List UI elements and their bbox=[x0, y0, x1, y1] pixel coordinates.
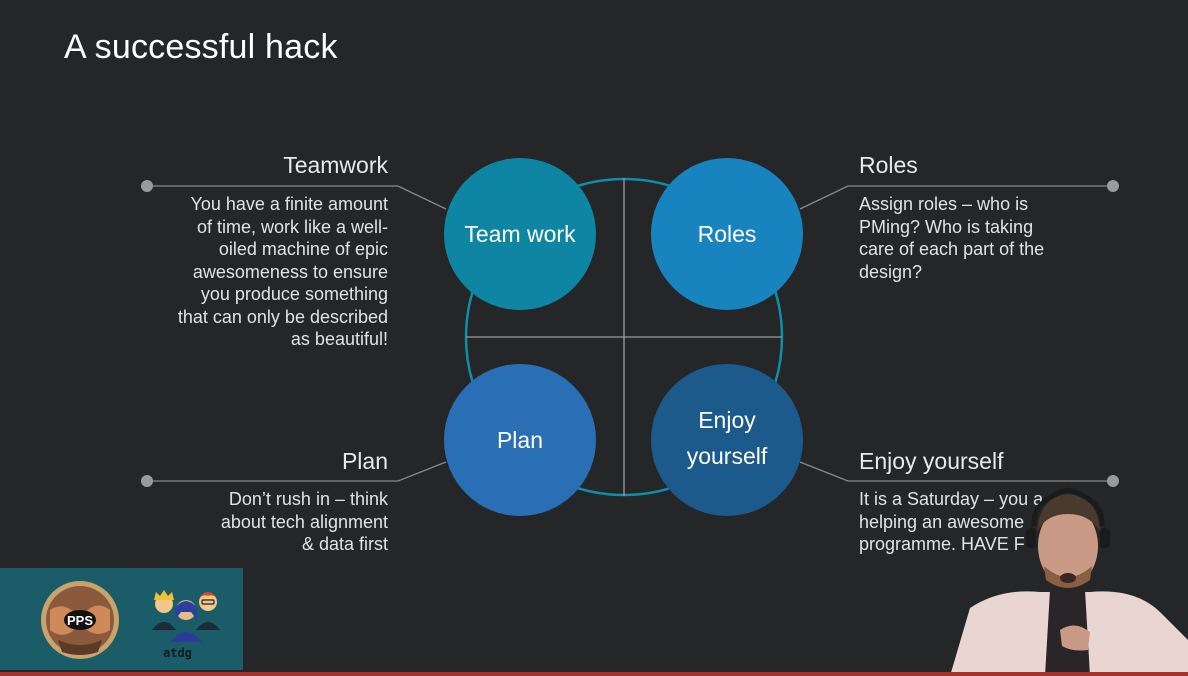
enjoy-circle bbox=[651, 364, 803, 516]
teamwork-heading: Teamwork bbox=[283, 152, 388, 178]
teamwork-body-line: awesomeness to ensure bbox=[192, 261, 388, 282]
logo-panel: PPS atdg bbox=[0, 568, 243, 670]
enjoy-endpoint bbox=[1107, 475, 1119, 487]
plan-connector bbox=[147, 461, 447, 482]
presenter-webcam bbox=[950, 487, 1188, 676]
teamwork-body-line: as beautiful! bbox=[290, 329, 388, 349]
plan-body-line: & data first bbox=[301, 534, 388, 554]
plan-body-line: about tech alignment bbox=[220, 511, 388, 532]
plan-body: Don’t rush in – think about tech alignme… bbox=[221, 488, 388, 556]
teamwork-body-line: oiled machine of epic bbox=[218, 239, 388, 259]
pps-logo bbox=[41, 581, 119, 659]
enjoy-connector bbox=[799, 461, 1113, 482]
teamwork-endpoint bbox=[141, 180, 153, 192]
plan-body-line: Don’t rush in – think bbox=[228, 489, 388, 509]
roles-body: Assign roles – who is PMing? Who is taki… bbox=[859, 193, 1044, 283]
pps-logo-text: PPS bbox=[66, 613, 93, 628]
enjoy-body-line: helping an awesome bbox=[859, 511, 1025, 532]
video-progress-bar bbox=[0, 672, 1188, 676]
plan-endpoint bbox=[141, 475, 153, 487]
teamwork-circle-label: Team work bbox=[464, 221, 576, 247]
teamwork-body-line: You have a finite amount bbox=[190, 194, 388, 214]
teamwork-body: You have a finite amount of time, work l… bbox=[178, 193, 388, 351]
roles-heading: Roles bbox=[859, 152, 918, 178]
roles-body-line: design? bbox=[859, 261, 923, 282]
enjoy-heading: Enjoy yourself bbox=[859, 448, 1004, 474]
roles-endpoint bbox=[1107, 180, 1119, 192]
plan-circle bbox=[444, 364, 596, 516]
teamwork-circle bbox=[444, 158, 596, 310]
roles-body-line: Assign roles – who is bbox=[859, 194, 1029, 214]
plan-circle-label: Plan bbox=[496, 427, 544, 453]
enjoy-body-line: It is a Saturday – you a bbox=[859, 489, 1044, 509]
teamwork-body-line: of time, work like a well- bbox=[196, 216, 388, 237]
roles-circle-label: Roles bbox=[697, 221, 757, 247]
roles-body-line: care of each part of the bbox=[859, 239, 1045, 259]
roles-body-line: PMing? Who is taking bbox=[859, 216, 1034, 237]
teamwork-body-line: you produce something bbox=[200, 284, 388, 304]
teamwork-connector bbox=[147, 185, 447, 210]
slide-title: A successful hack bbox=[64, 28, 338, 66]
teamwork-body-line: that can only be described bbox=[177, 306, 388, 327]
enjoy-circle-label-line-1: Enjoy bbox=[698, 407, 756, 433]
roles-connector bbox=[799, 185, 1113, 210]
enjoy-body: It is a Saturday – you a helping an awes… bbox=[859, 488, 1043, 556]
plan-heading: Plan bbox=[341, 448, 388, 474]
enjoy-circle-label: Enjoy yourself bbox=[651, 402, 803, 474]
tdg-logo bbox=[152, 590, 220, 642]
tdg-logo-text: atdg bbox=[163, 646, 192, 660]
roles-circle bbox=[651, 158, 803, 310]
enjoy-body-line: programme. HAVE F bbox=[859, 534, 1025, 554]
enjoy-circle-label-line-2: yourself bbox=[686, 443, 768, 469]
